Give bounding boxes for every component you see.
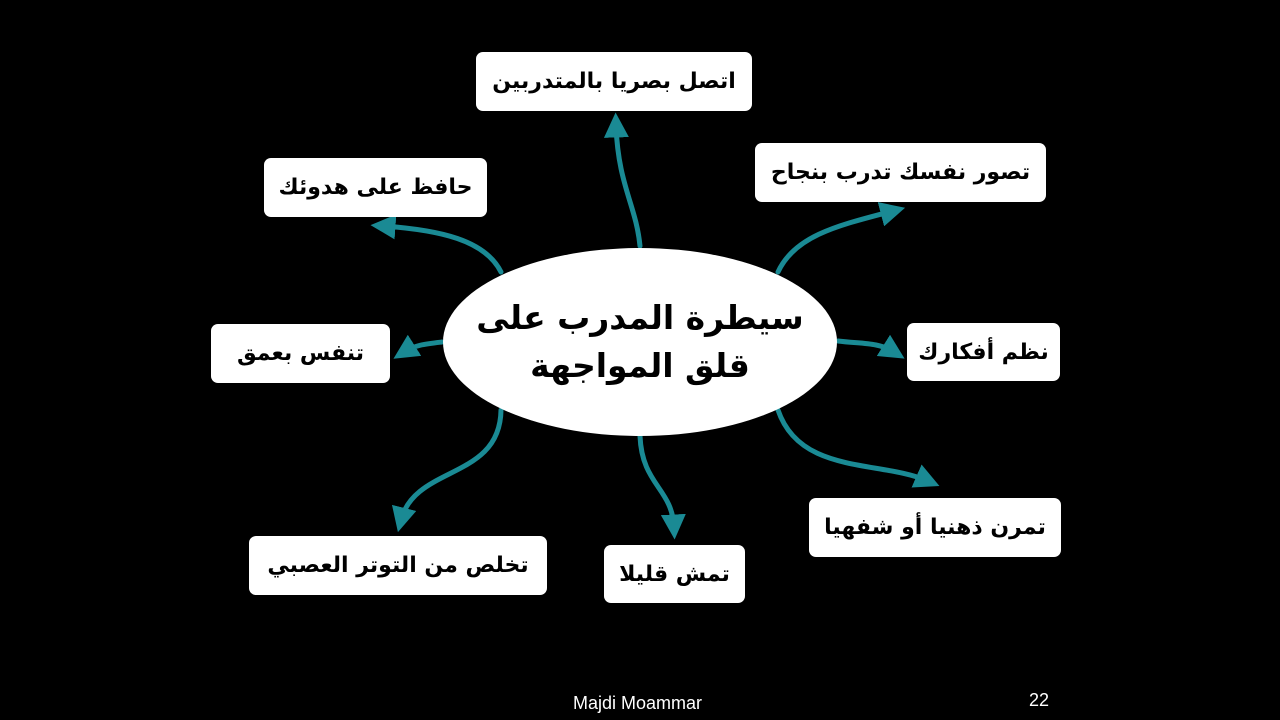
arrow-right [835,334,905,359]
central-title-line-2: قلق المواجهة [530,346,750,385]
box-walk-a-little: تمش قليلا [604,545,745,603]
arrow-top-left [370,214,504,275]
arrow-bottom-left [391,407,504,533]
box-visualize-success: تصور نفسك تدرب بنجاح [755,143,1046,202]
box-release-tension: تخلص من التوتر العصبي [249,536,547,595]
page-number: 22 [1029,690,1050,710]
box-stay-calm: حافظ على هدوئك [264,158,487,217]
arrow-bottom [637,433,686,540]
box-breathe-deeply: تنفس بعمق [211,324,390,383]
arrow-top-right [775,202,906,275]
author-footer: Majdi Moammar [573,693,703,713]
box-organize-thoughts: نظم أفكارك [907,323,1060,381]
central-title-line-1: سيطرة المدرب على [476,298,804,338]
arrow-bottom-right [775,407,940,488]
box-eye-contact: اتصل بصريا بالمتدربين [476,52,752,111]
arrow-left [393,334,445,359]
box-rehearse: تمرن ذهنيا أو شفهيا [809,498,1061,557]
arrow-top [603,112,643,249]
central-ellipse: سيطرة المدرب على قلق المواجهة [443,248,837,436]
